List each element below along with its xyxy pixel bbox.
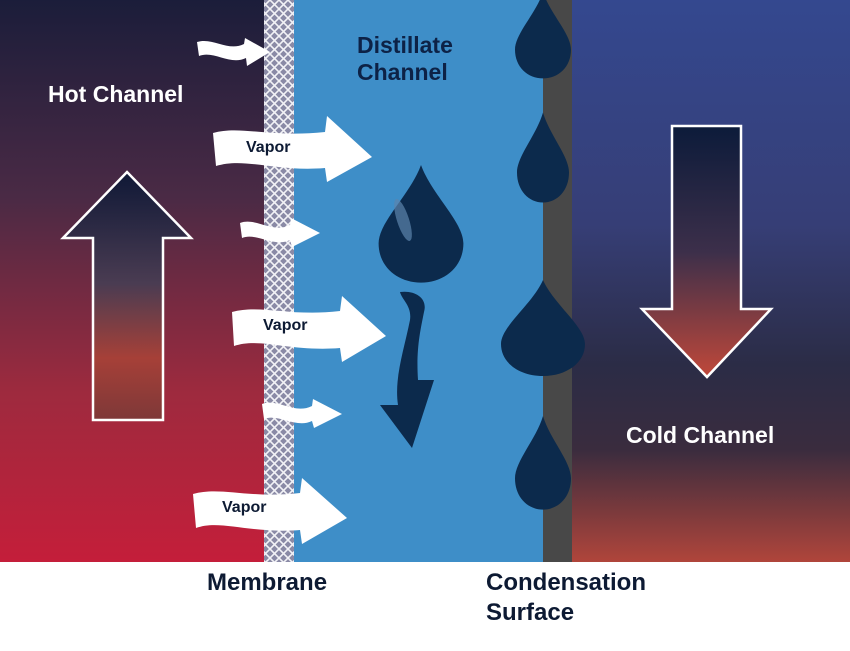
flow-down-arrow-icon [380, 291, 434, 448]
condensation-label-line1: Condensation [486, 569, 646, 596]
condensation-surface-label: Condensation Surface [486, 568, 646, 628]
condensation-label-line2: Surface [486, 599, 575, 626]
distillate-channel-label: Distillate Channel [357, 32, 453, 86]
vapor-arrow-icon [213, 116, 372, 182]
up-arrow-icon [60, 170, 194, 422]
vapor-label: Vapor [222, 499, 267, 516]
vapor-arrow-icon [262, 399, 342, 428]
distillate-label-line1: Distillate [357, 32, 453, 58]
membrane-mesh [264, 0, 294, 562]
cold-channel-label: Cold Channel [626, 422, 775, 448]
vapor-arrow-icon [240, 218, 320, 247]
down-arrow-icon [639, 124, 774, 379]
vapor-arrow-icon [232, 296, 386, 362]
vapor-arrow-icon [197, 38, 270, 66]
droplet-highlight [394, 198, 412, 242]
hot-channel-label: Hot Channel [48, 81, 184, 107]
vapor-label: Vapor [263, 317, 308, 334]
distillate-label-line2: Channel [357, 59, 448, 85]
caption-strip [0, 562, 850, 646]
vapor-label: Vapor [246, 139, 291, 156]
membrane-label: Membrane [207, 569, 328, 596]
vapor-arrow-icon [193, 478, 347, 544]
